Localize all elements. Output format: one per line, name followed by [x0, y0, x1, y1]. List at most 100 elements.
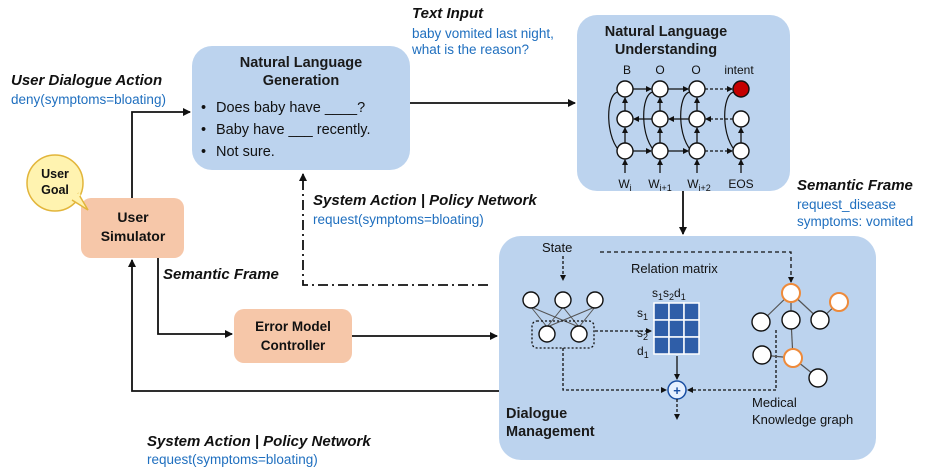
nlg-bullet-3: Not sure. [216, 144, 275, 160]
nlu-tag-2: O [655, 63, 664, 77]
system-action-title-bottom: System Action | Policy Network [147, 433, 371, 450]
nlu-node [688, 110, 706, 128]
nlu-tag-1: B [623, 63, 631, 77]
nlg-bullet-1: Does baby have ____? [216, 100, 365, 116]
user-dialogue-action-title: User Dialogue Action [11, 72, 162, 89]
matrix-cell [668, 302, 685, 321]
matrix-cell [683, 319, 700, 338]
dm-relation-matrix-label: Relation matrix [631, 261, 718, 276]
nlu-node [651, 142, 669, 160]
kg-node [781, 310, 801, 330]
nlu-node [616, 80, 634, 98]
hidden-node [570, 325, 588, 343]
text-input-line1: baby vomited last night, [412, 26, 554, 41]
kg-highlighted-node [783, 348, 803, 368]
mlp-edge [546, 306, 564, 328]
user-dialogue-action-value: deny(symptoms=bloating) [11, 92, 166, 107]
matrix-cell [668, 336, 685, 355]
sim-to-nlg-arrow [131, 108, 191, 198]
nlu-tag-intent: intent [724, 63, 754, 77]
system-action-title-mid: System Action | Policy Network [313, 192, 537, 209]
nlu-tag-3: O [691, 63, 700, 77]
matrix-cell [653, 336, 670, 355]
dm-row-label-2: s2 [637, 326, 648, 342]
nlu-title-line1: Natural Language [605, 24, 727, 40]
sim-to-error-arrow [157, 258, 233, 338]
kg-label-line1: Medical [752, 395, 797, 410]
matrix-cell [683, 336, 700, 355]
dm-graphics [522, 251, 849, 420]
nlg-bullet-dot-2: • [201, 122, 206, 138]
mlp-edge [546, 306, 596, 328]
user-goal-line1: User [41, 167, 69, 181]
dm-col-headers: s1s2d1 [652, 286, 686, 302]
error-model-line2: Controller [261, 338, 326, 353]
dm-to-nlg-dashdot [299, 173, 488, 286]
system-action-value-mid: request(symptoms=bloating) [313, 212, 484, 227]
nlu-node [732, 142, 750, 160]
mlp-edge [578, 306, 596, 328]
hidden-to-plus-edge [562, 348, 667, 393]
mlp-node [554, 291, 572, 309]
kg-highlighted-node [781, 283, 801, 303]
nlu-title-line2: Understanding [615, 42, 717, 58]
dm-plus-sign: + [673, 383, 681, 398]
user-simulator-box [81, 198, 184, 258]
nlu-node [616, 142, 634, 160]
matrix-cell [683, 302, 700, 321]
kg-node [808, 368, 828, 388]
kg-node [810, 310, 830, 330]
nlu-node [651, 80, 669, 98]
nlu-node [688, 142, 706, 160]
kg-node [752, 345, 772, 365]
nlg-bullet-dot-3: • [201, 144, 206, 160]
mlp-node [586, 291, 604, 309]
nlg-bullet-dot-1: • [201, 100, 206, 116]
user-simulator-line2: Simulator [101, 228, 166, 244]
kg-label-line2: Knowledge graph [752, 412, 853, 427]
nlu-node [651, 110, 669, 128]
error-model-line1: Error Model [255, 319, 331, 334]
dm-title-line1: Dialogue [506, 406, 567, 422]
error-model-box [234, 309, 352, 363]
user-goal-line2: Goal [41, 183, 69, 197]
nlg-title-line1: Natural Language [240, 55, 362, 71]
semantic-frame-right-line1: request_disease [797, 197, 896, 212]
matrix-cell [668, 319, 685, 338]
nlu-node [616, 110, 634, 128]
dm-to-sim-arrow [128, 259, 499, 392]
nlg-title-line2: Generation [263, 73, 340, 89]
hidden-layer-box [531, 320, 595, 349]
semantic-frame-right-title: Semantic Frame [797, 177, 913, 194]
text-input-title: Text Input [412, 5, 484, 22]
hidden-node [538, 325, 556, 343]
semantic-frame-right-line2: symptoms: vomited [797, 214, 913, 229]
kg-to-plus-edge [687, 330, 777, 393]
nlu-node [688, 80, 706, 98]
nlu-input-2: Wi+1 [648, 177, 672, 193]
state-to-kg-edge [600, 251, 794, 283]
text-input-line2: what is the reason? [411, 42, 529, 57]
nlg-bullet-2: Baby have ___ recently. [216, 122, 371, 138]
mlp-edge [530, 306, 548, 328]
user-simulator-line1: User [117, 209, 149, 225]
nlg-box [192, 46, 410, 170]
nlu-input-3: Wi+2 [687, 177, 711, 193]
nlu-input-1: Wi [618, 177, 631, 193]
kg-node [751, 312, 771, 332]
mlp-node [522, 291, 540, 309]
matrix-cell [653, 319, 670, 338]
dm-title-line2: Management [506, 424, 595, 440]
dm-row-label-3: d1 [637, 344, 649, 360]
dm-row-label-1: s1 [637, 306, 648, 322]
dm-state-label: State [542, 240, 572, 255]
system-action-value-bottom: request(symptoms=bloating) [147, 452, 318, 467]
user-goal-bubble [26, 154, 89, 212]
intent-node [732, 80, 750, 98]
matrix-cell [653, 302, 670, 321]
semantic-frame-left: Semantic Frame [163, 266, 279, 283]
nlu-rnn-network [608, 80, 750, 173]
nlu-node [732, 110, 750, 128]
nlu-input-eos: EOS [728, 177, 753, 191]
